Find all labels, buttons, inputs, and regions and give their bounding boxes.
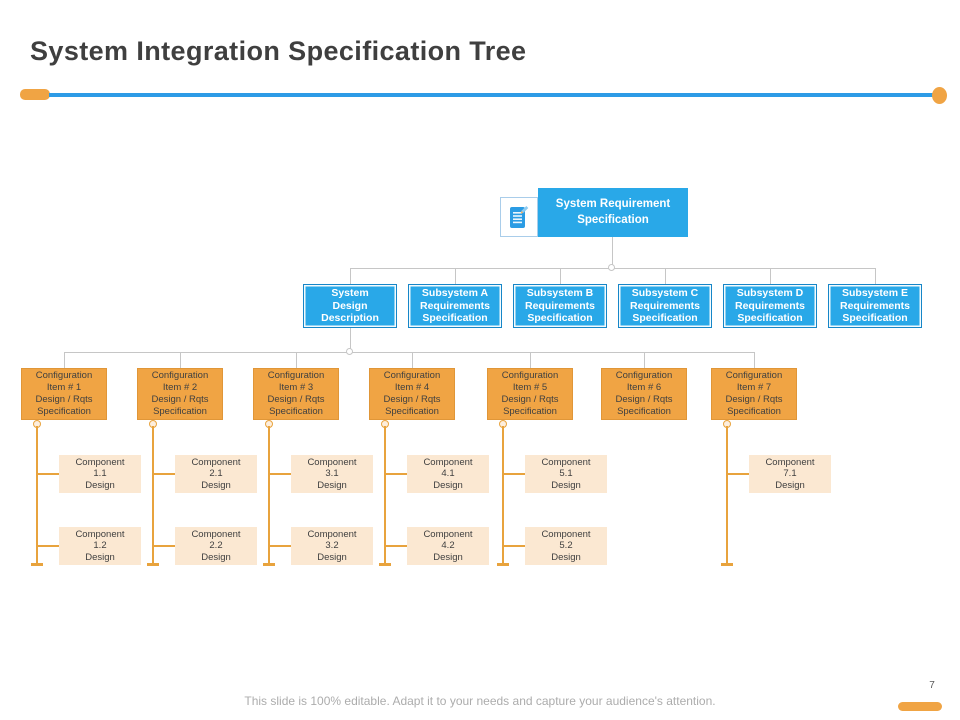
level2-node-subsystem-e: Subsystem E Requirements Specification: [828, 284, 922, 328]
drop-line-endcap: [497, 563, 509, 566]
connector-root-vertical: [612, 237, 613, 268]
page-accent-bar: [898, 702, 942, 711]
drop-line: [726, 426, 728, 564]
drop-line-endcap: [147, 563, 159, 566]
component-stub: [270, 473, 291, 475]
connector-junction-dot: [608, 264, 615, 271]
connector-stub: [455, 268, 456, 284]
connector-stub: [644, 352, 645, 368]
title-divider-line: [49, 93, 935, 97]
connector-junction-dot: [346, 348, 353, 355]
component-stub: [728, 473, 749, 475]
connector-stub: [296, 352, 297, 368]
component-1-1-node: Component 1.1 Design: [59, 455, 141, 493]
component-3-2-node: Component 3.2 Design: [291, 527, 373, 565]
root-node: System Requirement Specification: [538, 188, 688, 237]
connector-stub: [875, 268, 876, 284]
config-item-2-node: Configuration Item # 2 Design / Rqts Spe…: [137, 368, 223, 420]
component-stub: [504, 473, 525, 475]
connector-stub: [530, 352, 531, 368]
config-item-4-node: Configuration Item # 4 Design / Rqts Spe…: [369, 368, 455, 420]
connector-stub: [770, 268, 771, 284]
component-stub: [154, 473, 175, 475]
component-stub: [504, 545, 525, 547]
root-icon-box: [500, 197, 538, 237]
level2-node-subsystem-c: Subsystem C Requirements Specification: [618, 284, 712, 328]
component-stub: [270, 545, 291, 547]
component-4-2-node: Component 4.2 Design: [407, 527, 489, 565]
level2-node-system-design: System Design Description: [303, 284, 397, 328]
component-2-2-node: Component 2.2 Design: [175, 527, 257, 565]
component-5-2-node: Component 5.2 Design: [525, 527, 607, 565]
connector-stub: [64, 352, 65, 368]
component-4-1-node: Component 4.1 Design: [407, 455, 489, 493]
drop-line: [268, 426, 270, 564]
config-item-6-node: Configuration Item # 6 Design / Rqts Spe…: [601, 368, 687, 420]
level2-node-subsystem-d: Subsystem D Requirements Specification: [723, 284, 817, 328]
drop-line-endcap: [379, 563, 391, 566]
document-pencil-icon: [510, 205, 529, 228]
footer-note: This slide is 100% editable. Adapt it to…: [244, 694, 716, 708]
connector-stub: [180, 352, 181, 368]
connector-config-horizontal: [64, 352, 754, 353]
component-stub: [38, 545, 59, 547]
drop-line-endcap: [721, 563, 733, 566]
component-stub: [386, 473, 407, 475]
connector-stub: [560, 268, 561, 284]
component-stub: [38, 473, 59, 475]
component-stub: [154, 545, 175, 547]
connector-stub: [412, 352, 413, 368]
connector-stub: [665, 268, 666, 284]
connector-level2-vertical: [350, 328, 351, 352]
drop-line-endcap: [31, 563, 43, 566]
level2-node-subsystem-b: Subsystem B Requirements Specification: [513, 284, 607, 328]
drop-line: [384, 426, 386, 564]
drop-line: [152, 426, 154, 564]
connector-stub: [754, 352, 755, 368]
component-3-1-node: Component 3.1 Design: [291, 455, 373, 493]
page-number: 7: [929, 680, 935, 691]
component-1-2-node: Component 1.2 Design: [59, 527, 141, 565]
drop-line: [502, 426, 504, 564]
level2-node-subsystem-a: Subsystem A Requirements Specification: [408, 284, 502, 328]
divider-right-cap: [932, 87, 947, 104]
component-stub: [386, 545, 407, 547]
config-item-1-node: Configuration Item # 1 Design / Rqts Spe…: [21, 368, 107, 420]
component-5-1-node: Component 5.1 Design: [525, 455, 607, 493]
config-item-5-node: Configuration Item # 5 Design / Rqts Spe…: [487, 368, 573, 420]
component-7-1-node: Component 7.1 Design: [749, 455, 831, 493]
drop-line-endcap: [263, 563, 275, 566]
drop-line: [36, 426, 38, 564]
divider-left-cap: [20, 89, 50, 100]
connector-stub: [350, 268, 351, 284]
page-title: System Integration Specification Tree: [30, 36, 527, 66]
config-item-3-node: Configuration Item # 3 Design / Rqts Spe…: [253, 368, 339, 420]
component-2-1-node: Component 2.1 Design: [175, 455, 257, 493]
config-item-7-node: Configuration Item # 7 Design / Rqts Spe…: [711, 368, 797, 420]
